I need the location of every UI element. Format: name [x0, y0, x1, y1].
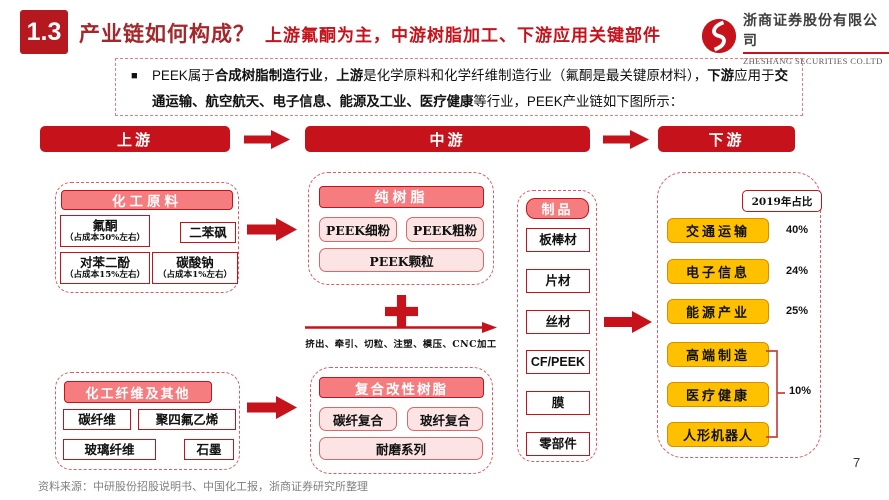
stage-upstream: 上游	[40, 126, 230, 152]
page-title: 产业链如何构成？ 上游氟酮为主，中游树脂加工、下游应用关键部件	[79, 18, 661, 48]
group-header: 纯树脂	[319, 186, 484, 208]
arrow-right-icon	[247, 396, 297, 419]
node-medical-health: 医疗健康	[667, 382, 769, 407]
group-header: 化工原料	[61, 190, 233, 210]
section-number-badge: 1.3	[20, 10, 68, 54]
node-parts: 零部件	[526, 432, 590, 456]
bracket-icon	[764, 349, 786, 444]
node-plate-rod: 板棒材	[526, 228, 590, 252]
node-carbon-fiber-composite: 碳纤复合	[319, 407, 397, 431]
node-glass-fiber-composite: 玻纤复合	[407, 407, 483, 431]
process-arrow-icon	[305, 321, 497, 339]
plus-icon	[385, 295, 418, 333]
node-electronics: 电子信息	[667, 259, 769, 284]
stage-downstream: 下游	[658, 126, 795, 152]
share-value: 25%	[786, 305, 809, 317]
share-year-label: 2019年占比	[742, 190, 822, 212]
title-subtitle: 上游氟酮为主，中游树脂加工、下游应用关键部件	[265, 26, 661, 45]
node-peek-granules: PEEK颗粒	[319, 248, 484, 272]
node-ptfe: 聚四氟乙烯	[138, 409, 236, 430]
stage-midstream: 中游	[305, 126, 590, 152]
arrow-right-icon	[603, 130, 649, 149]
page-number: 7	[853, 455, 861, 470]
title-main: 产业链如何构成？	[79, 23, 255, 46]
share-value: 40%	[786, 224, 809, 236]
company-name-en: ZHESHANG SECURITIES CO.LTD	[743, 56, 883, 66]
node-graphite: 石墨	[184, 439, 234, 460]
node-peek-fine-powder: PEEK细粉	[319, 217, 397, 242]
upstream-group-raw-materials: 化工原料 氟酮 （占成本50%左右） 二苯砜 对苯二酚 （占成本15%左右） 碳…	[55, 182, 239, 293]
group-header: 复合改性树脂	[319, 377, 484, 398]
node-humanoid-robot: 人形机器人	[667, 422, 769, 447]
summary-text: ■PEEK属于合成树脂制造行业，上游是化学原料和化学纤维制造行业（氟酮是最关键原…	[116, 59, 802, 115]
node-fluoroketone: 氟酮 （占成本50%左右）	[60, 215, 150, 247]
node-high-end-manufacturing: 高端制造	[667, 342, 769, 367]
node-transportation: 交通运输	[667, 218, 769, 243]
arrow-right-icon	[604, 311, 652, 333]
products-column: 制品 板棒材 片材 丝材 CF/PEEK 膜 零部件	[517, 190, 597, 462]
summary-box: ■PEEK属于合成树脂制造行业，上游是化学原料和化学纤维制造行业（氟酮是最关键原…	[115, 58, 803, 116]
bullet-icon: ■	[131, 70, 138, 82]
node-energy: 能源产业	[667, 299, 769, 324]
node-diphenyl-sulfone: 二苯砜	[180, 222, 236, 243]
node-cf-peek: CF/PEEK	[526, 350, 590, 374]
source-note: 资料来源：中研股份招股说明书、中国化工报，浙商证券研究所整理	[38, 481, 368, 493]
node-peek-coarse-powder: PEEK粗粉	[406, 217, 484, 242]
node-sheet: 片材	[526, 269, 590, 293]
downstream-column: 2019年占比 交通运输 40% 电子信息 24% 能源产业 25% 高端制造 …	[657, 172, 822, 458]
company-logo: 浙商证券股份有限公司 ZHESHANG SECURITIES CO.LTD	[701, 10, 889, 66]
group-header: 制品	[526, 198, 589, 219]
zheshang-logo-icon	[701, 18, 737, 59]
company-name-cn: 浙商证券股份有限公司	[743, 10, 889, 54]
node-hydroquinone: 对苯二酚 （占成本15%左右）	[60, 252, 150, 284]
upstream-group-fibers: 化工纤维及其他 碳纤维 聚四氟乙烯 玻璃纤维 石墨	[55, 372, 240, 470]
process-steps-label: 挤出、牵引、切粒、注塑、模压、CNC加工	[305, 339, 497, 350]
group-header: 化工纤维及其他	[64, 381, 212, 403]
node-filament: 丝材	[526, 310, 590, 334]
node-carbon-fiber: 碳纤维	[63, 409, 131, 430]
arrow-right-icon	[244, 130, 290, 149]
node-glass-fiber: 玻璃纤维	[63, 439, 156, 460]
node-sodium-carbonate: 碳酸钠 （占成本1%左右）	[152, 252, 238, 284]
midstream-group-composite-resin: 复合改性树脂 碳纤复合 玻纤复合 耐磨系列	[310, 367, 493, 474]
arrow-right-icon	[247, 218, 297, 241]
share-value: 10%	[789, 385, 812, 397]
midstream-group-pure-resin: 纯树脂 PEEK细粉 PEEK粗粉 PEEK颗粒	[308, 172, 494, 285]
node-film: 膜	[526, 391, 590, 415]
node-wear-resistant-series: 耐磨系列	[319, 437, 483, 460]
share-value: 24%	[786, 265, 809, 277]
company-name-block: 浙商证券股份有限公司 ZHESHANG SECURITIES CO.LTD	[743, 10, 889, 66]
